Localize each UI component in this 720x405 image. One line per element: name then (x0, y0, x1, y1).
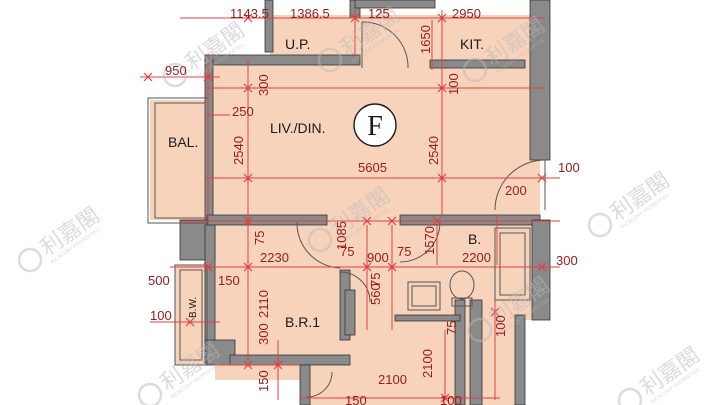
dimension-labels: 1143.5 1386.5 125 2950 950 300 1650 100 … (148, 6, 580, 405)
watermark: 利嘉閣 RICACORP PROPERTIES (617, 343, 705, 405)
watermark: 利嘉閣 RICACORP PROPERTIES (17, 203, 105, 273)
room-label-bathroom: B. (468, 231, 481, 247)
svg-text:100: 100 (150, 308, 172, 323)
svg-text:300: 300 (556, 253, 578, 268)
svg-text:2540: 2540 (231, 136, 246, 165)
svg-text:150: 150 (345, 393, 367, 405)
door-swings (296, 21, 546, 398)
svg-text:300: 300 (256, 74, 271, 96)
dimension-lines (140, 10, 560, 400)
svg-text:100: 100 (558, 160, 580, 175)
svg-text:2230: 2230 (260, 250, 289, 265)
svg-text:1386.5: 1386.5 (290, 6, 330, 21)
svg-text:560: 560 (368, 283, 383, 305)
svg-text:1650: 1650 (418, 25, 433, 54)
svg-text:1085: 1085 (334, 221, 349, 250)
unit-label: F (353, 103, 397, 147)
svg-text:5605: 5605 (358, 160, 387, 175)
svg-text:2110: 2110 (256, 290, 271, 318)
room-label-living: LIV./DIN. (270, 120, 326, 136)
svg-text:100: 100 (440, 393, 462, 405)
svg-text:200: 200 (505, 183, 527, 198)
svg-text:75: 75 (397, 244, 411, 259)
svg-text:950: 950 (165, 63, 187, 78)
svg-text:900: 900 (367, 250, 389, 265)
svg-text:F: F (367, 111, 383, 142)
svg-text:1570: 1570 (422, 226, 437, 255)
svg-text:100: 100 (493, 315, 508, 337)
svg-text:2200: 2200 (462, 250, 491, 265)
svg-text:150: 150 (218, 273, 240, 288)
room-label-bedroom: B.R.1 (285, 314, 320, 330)
room-label-balcony: BAL. (168, 134, 198, 150)
room-labels: U.P. KIT. LIV./DIN. BAL. B. B.R.1 B.W. (168, 36, 484, 330)
room-label-kitchen: KIT. (460, 36, 484, 52)
svg-text:1143.5: 1143.5 (230, 6, 269, 21)
svg-text:150: 150 (256, 370, 271, 392)
svg-text:75: 75 (444, 321, 459, 335)
dimension-ticks (143, 13, 547, 403)
svg-text:250: 250 (232, 104, 254, 119)
svg-text:2100: 2100 (378, 372, 407, 387)
svg-text:100: 100 (446, 73, 461, 95)
svg-text:125: 125 (368, 6, 390, 21)
walls (179, 0, 551, 405)
svg-text:75: 75 (368, 273, 383, 287)
svg-text:2100: 2100 (420, 349, 435, 378)
svg-text:300: 300 (256, 323, 271, 345)
svg-text:500: 500 (148, 273, 170, 288)
svg-text:2950: 2950 (452, 6, 481, 21)
room-label-bay-window: B.W. (188, 297, 199, 318)
floor-areas (150, 15, 540, 405)
svg-text:75: 75 (252, 231, 267, 245)
svg-text:2540: 2540 (426, 136, 441, 165)
svg-text:75: 75 (340, 244, 354, 259)
room-label-up: U.P. (285, 36, 310, 52)
watermark: 利嘉閣 RICACORP PROPERTIES (587, 168, 675, 238)
